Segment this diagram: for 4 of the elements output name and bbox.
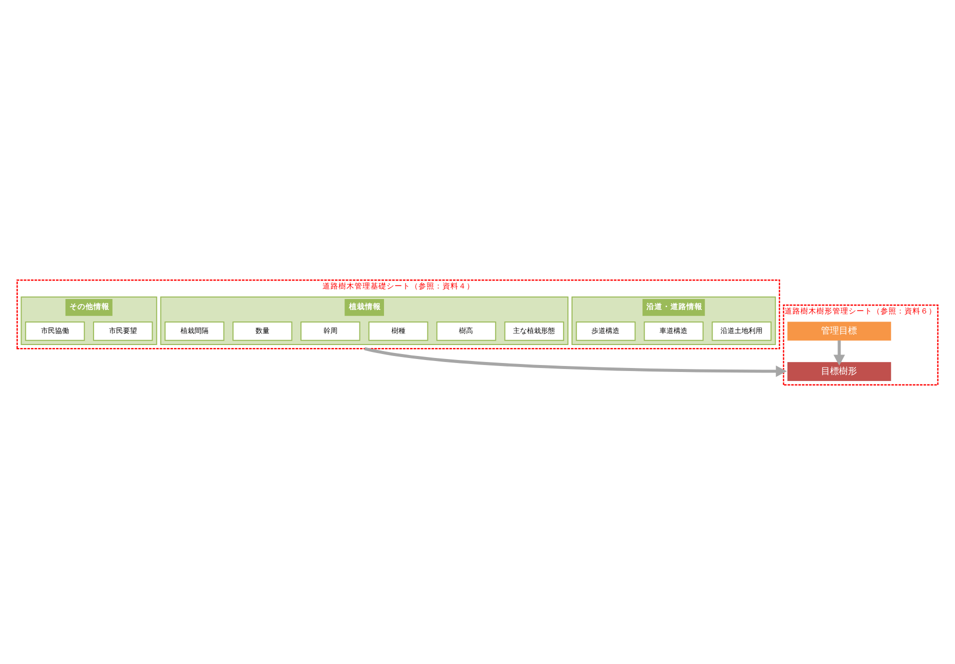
arrow — [364, 346, 787, 377]
node-box: 管理目標 — [787, 321, 892, 340]
arrow — [833, 340, 845, 366]
node-box: 目標樹形 — [787, 362, 892, 381]
